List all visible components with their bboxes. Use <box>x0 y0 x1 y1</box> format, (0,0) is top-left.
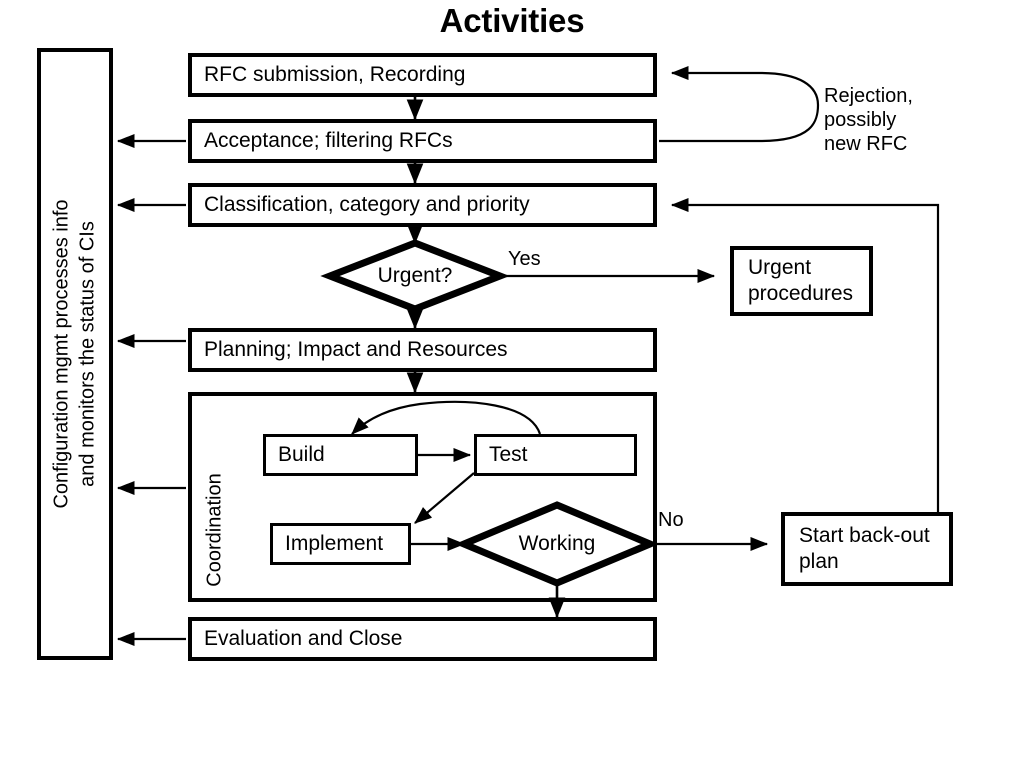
node-build[interactable]: Build <box>263 434 418 476</box>
node-classification[interactable]: Classification, category and priority <box>188 183 657 227</box>
page-title: Activities <box>439 2 585 39</box>
edge-backout-to-classification <box>670 197 940 516</box>
edge-test-to-implement <box>414 472 475 524</box>
edge-rejection-loop <box>659 65 820 143</box>
node-rfc-submission[interactable]: RFC submission, Recording <box>188 53 657 97</box>
edge-label-no: No <box>658 509 684 531</box>
node-evaluation-and-close[interactable]: Evaluation and Close <box>188 617 657 661</box>
node-planning[interactable]: Planning; Impact and Resources <box>188 328 657 372</box>
node-start-back-out-plan-label: Start back-out plan <box>799 523 930 573</box>
group-coordination-label-wrap: Coordination <box>200 460 230 600</box>
node-acceptance-label: Acceptance; filtering RFCs <box>204 128 453 152</box>
urgent-decision-diamond[interactable] <box>320 239 510 313</box>
node-implement-label: Implement <box>285 531 384 555</box>
edge-label-rejection: Rejection, possibly new RFC <box>824 85 913 155</box>
node-urgent-procedures-label: Urgent procedures <box>748 255 854 305</box>
node-acceptance[interactable]: Acceptance; filtering RFCs <box>188 119 657 163</box>
edge-label-yes: Yes <box>508 248 541 270</box>
node-planning-label: Planning; Impact and Resources <box>204 337 508 361</box>
node-evaluation-and-close-label: Evaluation and Close <box>204 626 403 650</box>
group-coordination[interactable] <box>188 392 657 602</box>
node-rfc-submission-label: RFC submission, Recording <box>204 62 466 86</box>
node-test-label: Test <box>489 442 528 466</box>
configuration-mgmt-line1: Configuration mgmt processes info <box>51 199 74 509</box>
node-classification-label: Classification, category and priority <box>204 192 530 216</box>
node-test[interactable]: Test <box>474 434 637 476</box>
node-start-back-out-plan[interactable]: Start back-out plan <box>781 512 953 586</box>
node-implement[interactable]: Implement <box>270 523 411 565</box>
group-coordination-label: Coordination <box>204 473 227 587</box>
edge-test-to-build-loop <box>351 400 542 435</box>
node-build-label: Build <box>278 442 325 466</box>
configuration-mgmt-line2: and monitors the status of CIs <box>77 221 100 487</box>
node-urgent-procedures[interactable]: Urgent procedures <box>730 246 873 316</box>
working-decision-diamond[interactable] <box>454 501 660 587</box>
